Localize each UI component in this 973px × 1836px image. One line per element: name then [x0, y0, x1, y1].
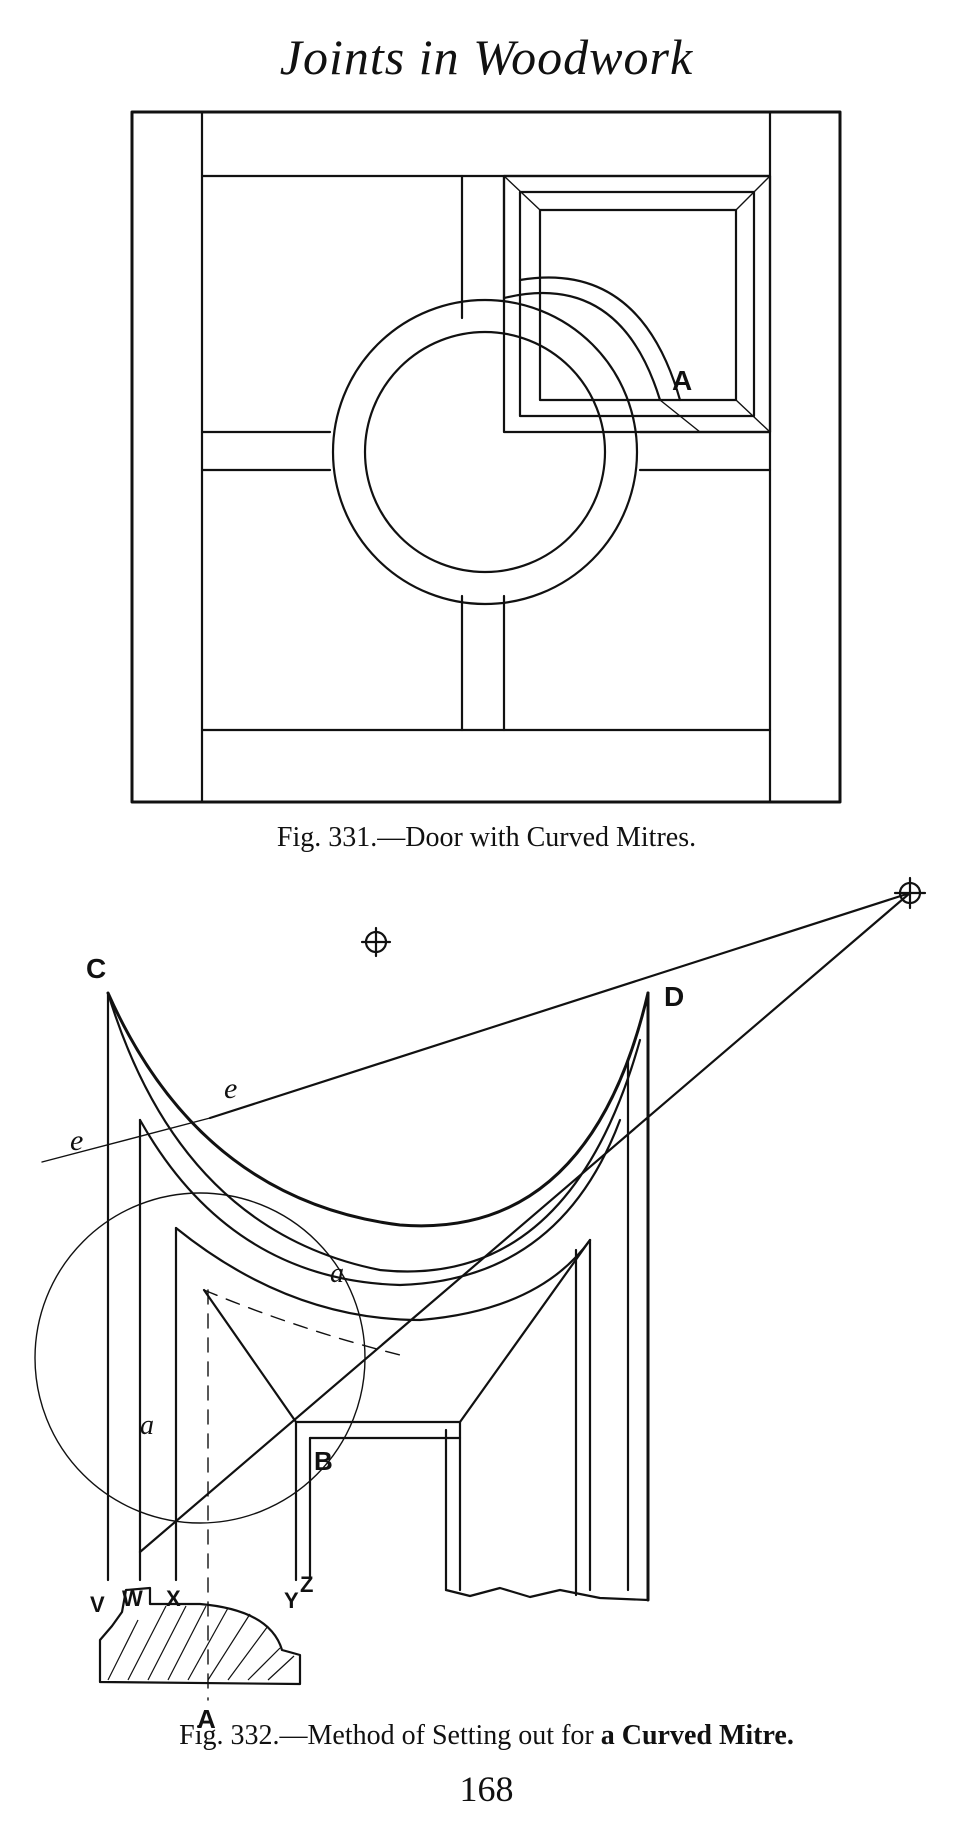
figure-332-caption: Fig. 332.—Method of Setting out for a Cu… [0, 1720, 973, 1752]
fig332-label-e-upper: e [224, 1072, 237, 1105]
figure-331-door-drawing: A [130, 110, 842, 804]
fig332-label-b: B [314, 1446, 333, 1476]
center-mark-icon [360, 926, 392, 958]
fig332-label-c: C [86, 953, 106, 984]
moulding-section-profile [98, 1586, 302, 1686]
figure-332-caption-text: Fig. 332.—Method of Setting out for [179, 1720, 601, 1751]
fig332-label-y: Y [284, 1588, 299, 1613]
fig332-label-z: Z [300, 1572, 313, 1597]
page-number: 168 [459, 1769, 514, 1809]
fig332-label-e-lower: e [70, 1124, 83, 1157]
fig331-label-a: A [672, 365, 692, 396]
fig332-label-a-lower: a [140, 1410, 154, 1441]
figure-332-caption-bold: a Curved Mitre. [600, 1720, 794, 1751]
page-title: Joints in Woodwork [279, 29, 694, 85]
fig332-label-x: X [166, 1586, 181, 1611]
figure-331-caption: Fig. 331.—Door with Curved Mitres. [276, 822, 697, 853]
far-point-mark-icon [893, 876, 927, 910]
fig332-label-d: D [664, 981, 684, 1012]
fig332-label-w: W [122, 1586, 143, 1611]
fig332-label-v: V [90, 1592, 105, 1617]
fig332-label-a-upper: a [330, 1258, 344, 1289]
